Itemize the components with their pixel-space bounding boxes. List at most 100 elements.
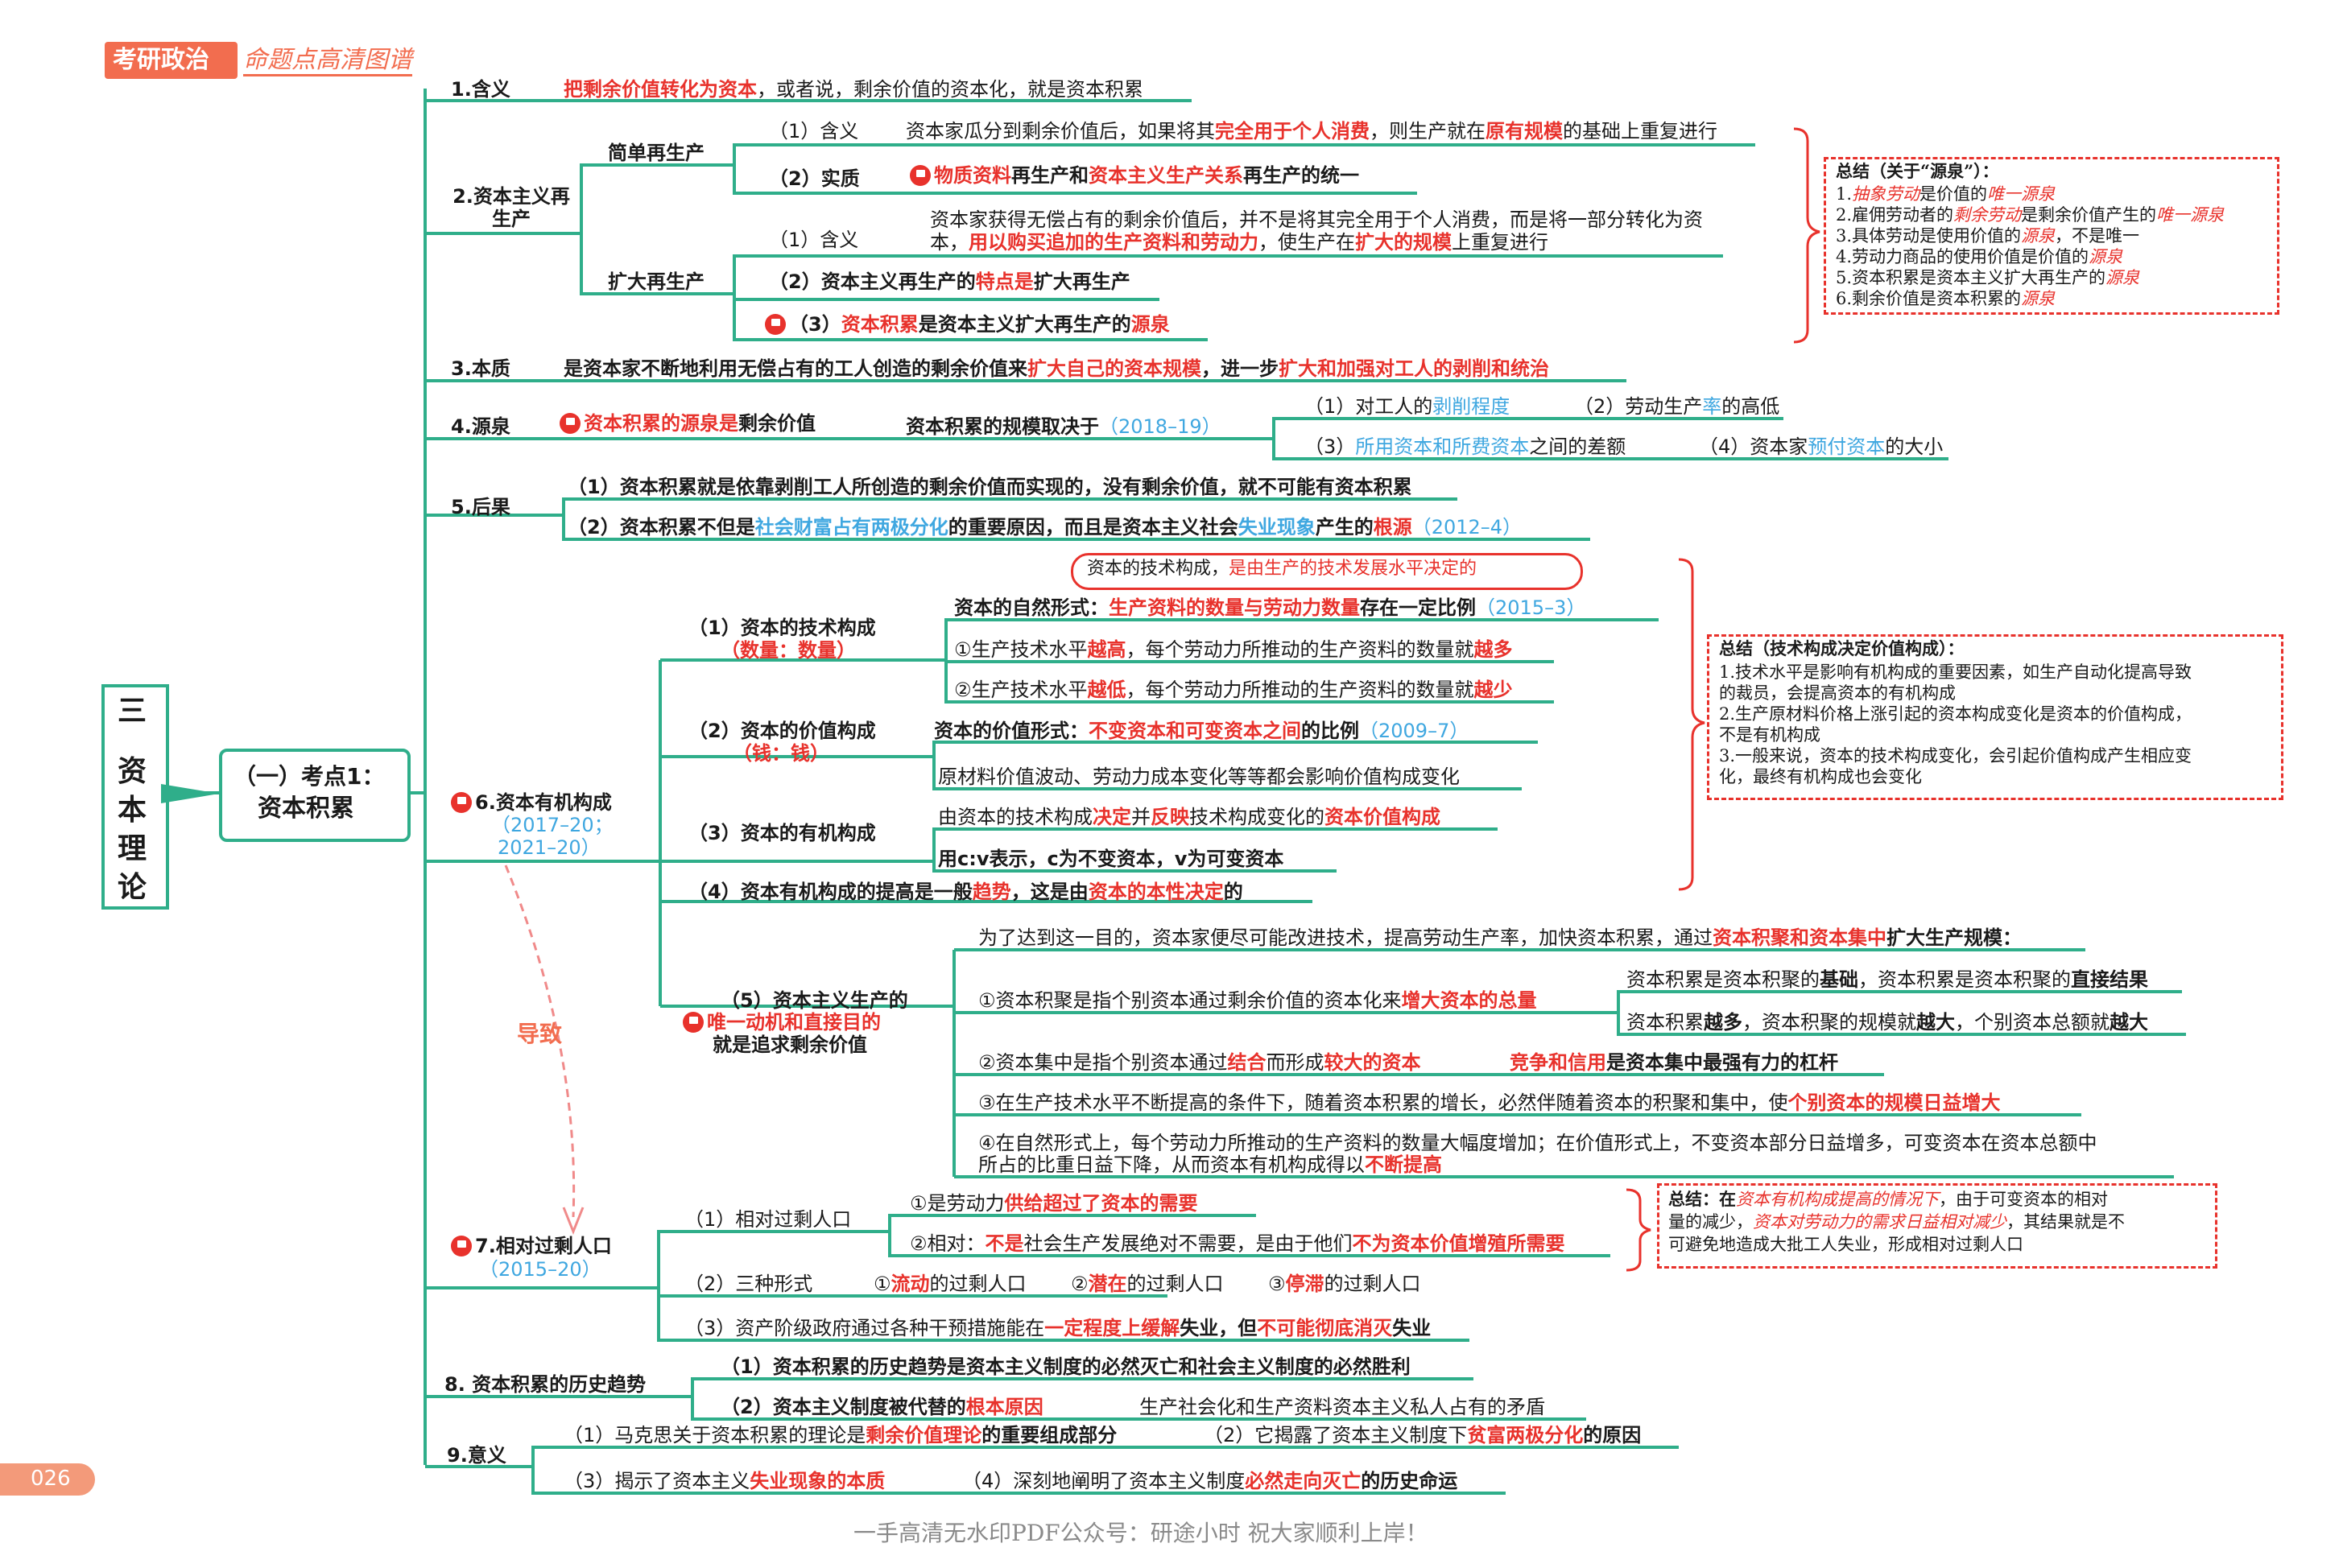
expand-item-2: （2）资本主义再生产的特点是扩大再生产 [769,270,1130,293]
goal-point-4-line2: 所占的比重日益下降，从而资本有机构成得以不断提高 [978,1153,1442,1176]
node-9-label: 9.意义 [447,1444,506,1467]
goal-point-1-sub-2: 资本积累越多，资本积聚的规模就越大，个别资本总额就越大 [1626,1011,2148,1034]
node-8-line-2-contradiction: 生产社会化和生产资料资本主义私人占有的矛盾 [1139,1396,1545,1418]
expand-item-1-line2: 本，用以购买追加的生产资料和劳动力，使生产在扩大的规模上重复进行 [930,231,1548,254]
summary-source-item: 1.抽象劳动是价值的唯一源泉 [1836,184,2056,204]
node-6-years-2: 2021–20） [498,836,601,859]
flag-icon [765,314,786,335]
simple-item-2-text: 物质资料再生产和资本主义生产关系再生产的统一 [910,163,1359,188]
summary-value-title: 总结（技术构成决定价值构成）： [1719,638,1965,658]
arrow-label: 导致 [517,1021,563,1047]
tech-line-3: ②生产技术水平越低，每个劳动力所推动的生产资料的数量就越少 [954,679,1513,701]
node-6-label: 6.资本有机构成 [451,790,612,815]
trend-text: （4）资本有机构成的提高是一般趋势，这是由资本的本性决定的 [688,881,1243,903]
node-2-expand-label: 扩大再生产 [608,270,705,293]
goal-label-2: 唯一动机和直接目的 [683,1010,881,1034]
node-8-line-2: （2）资本主义制度被代替的根本原因 [721,1396,1043,1418]
footer-watermark: 一手高清无水印PDF公众号：研途小时 祝大家顺利上岸！ [853,1520,1428,1546]
tech-line-1: 资本的自然形式：生产资料的数量与劳动力数量存在一定比例（2015–3） [954,596,1586,619]
summary-value-line: 的裁员，会提高资本的有机构成 [1719,683,1956,703]
node-7-year: （2015–20） [479,1258,601,1281]
tech-composition-sub: （数量：数量） [721,639,856,662]
relative-pop-line-2: ②相对：不是社会生产发展绝对不需要，是由于他们不为资本价值增殖所需要 [910,1232,1565,1255]
expand-item-1-line1: 资本家获得无偿占有的剩余价值后，并不是将其完全用于个人消费，而是将一部分转化为资 [930,208,1703,231]
summary-source-item: 2.雇佣劳动者的剩余劳动是剩余价值产生的唯一源泉 [1836,205,2225,225]
topic-label: （一）考点1： [233,763,385,790]
node-9-line-2: （2）它揭露了资本主义制度下贫富两极分化的原因 [1204,1424,1642,1446]
page-number-badge [0,1463,95,1496]
node-2-simple-label: 简单再生产 [608,142,705,164]
node-1-text: 把剩余价值转化为资本，或者说，剩余价值的资本化，就是资本积累 [564,78,1143,101]
summary-source-item: 4.劳动力商品的使用价值是价值的源泉 [1836,247,2123,266]
node-9-line-3: （3）揭示了资本主义失业现象的本质 [564,1470,886,1492]
goal-intro: 为了达到这一目的，资本家便尽可能改进技术，提高劳动生产率，加快资本积累，通过资本… [978,926,2022,949]
node-1-label: 1.含义 [451,78,510,101]
summary-value-line: 2.生产原材料价格上涨引起的资本构成变化是资本的价值构成， [1719,704,2192,724]
chapter-title: 资本理论 [118,755,147,904]
goal-point-2: ②资本集中是指个别资本通过结合而形成较大的资本 [978,1051,1421,1074]
value-line-1: 资本的价值形式：不变资本和可变资本之间的比例（2009–7） [934,720,1469,742]
node-2-label: 2.资本主义再生产 [452,185,570,230]
goal-point-1-sub-1: 资本积累是资本积聚的基础，资本积累是资本积聚的直接结果 [1626,968,2148,991]
node-4-scale: 资本积累的规模取决于（2018–19） [906,415,1221,438]
form-2: ②潜在的过剩人口 [1071,1273,1224,1295]
summary-value-box [1707,634,2283,800]
node-4-factor-2: （2）劳动生产率的高低 [1574,395,1780,418]
organic-line-2: 用c:v表示，c为不变资本，v为可变资本 [938,848,1284,870]
summary-pop-line-1: 总结：在资本有机构成提高的情况下，由于可变资本的相对 [1668,1189,2108,1209]
flag-icon [451,1236,472,1256]
summary-source-title: 总结（关于“源泉”）： [1836,161,1999,181]
tech-line-2: ①生产技术水平越高，每个劳动力所推动的生产资料的数量就越多 [954,638,1513,661]
organic-composition-label: （3）资本的有机构成 [688,822,876,844]
summary-value-line: 3.一般来说，资本的技术构成变化，会引起价值构成产生相应变 [1719,746,2192,765]
value-composition-sub: （钱：钱） [733,742,829,765]
form-3: ③停滞的过剩人口 [1268,1273,1421,1295]
simple-item-1-label: （1）含义 [769,120,859,142]
relative-pop-line-1: ①是劳动力供给超过了资本的需要 [910,1192,1198,1215]
goal-point-3: ③在生产技术水平不断提高的条件下，随着资本积累的增长，必然伴随着资本的积聚和集中… [978,1091,2001,1114]
summary-value-line: 1.技术水平是影响有机构成的重要因素，如生产自动化提高导致 [1719,662,2192,682]
simple-item-2-label: （2）实质 [769,167,860,190]
brand-subtitle: 命题点高清图谱 [243,47,412,76]
summary-source-item: 3.具体劳动是使用价值的源泉，不是唯一 [1836,226,2140,246]
relative-pop-label: （1）相对过剩人口 [684,1208,852,1231]
node-4-factor-3: （3）所用资本和所费资本之间的差额 [1304,435,1626,458]
node-9-line-4: （4）深刻地阐明了资本主义制度必然走向灭亡的历史命运 [962,1470,1458,1492]
node-8-label: 8. 资本积累的历史趋势 [444,1373,647,1396]
goal-point-1: ①资本积聚是指个别资本通过剩余价值的资本化来增大资本的总量 [978,989,1537,1012]
summary-population-box [1657,1183,2217,1269]
chapter-connector-wedge [161,784,219,803]
brand-badge [105,42,238,79]
page-number: 026 [31,1467,71,1491]
goal-label-1: （5）资本主义生产的 [721,989,908,1012]
summary-source-box [1824,157,2279,315]
flag-icon [683,1012,704,1033]
government-measures: （3）资产阶级政府通过各种干预措施能在一定程度上缓解失业，但不可能彻底消灭失业 [684,1317,1432,1339]
tech-composition-label: （1）资本的技术构成 [688,617,876,639]
simple-item-1-text: 资本家瓜分到剩余价值后，如果将其完全用于个人消费，则生产就在原有规模的基础上重复… [906,120,1717,142]
node-4-factor-1: （1）对工人的剥削程度 [1304,395,1510,418]
topic-box [219,749,411,842]
summary-pop-line-2: 量的减少，资本对劳动力的需求日益相对减少，其结果就是不 [1668,1212,2125,1232]
forms-label: （2）三种形式 [684,1273,813,1295]
expand-item-3: （3）资本积累是资本主义扩大再生产的源泉 [765,312,1170,336]
node-5-label: 5.后果 [451,496,510,518]
callout-bubble [1071,553,1583,590]
node-9-line-1: （1）马克思关于资本积累的理论是剩余价值理论的重要组成部分 [564,1424,1118,1446]
flag-icon [560,413,581,434]
summary-value-line: 化，最终有机构成也会变化 [1719,767,1922,786]
goal-label-3: 就是追求剩余价值 [713,1034,867,1056]
node-4-factor-4: （4）资本家预付资本的大小 [1699,435,1944,458]
node-7-label: 7.相对过剩人口 [451,1234,612,1258]
callout-text: 资本的技术构成，是由生产的技术发展水平决定的 [1087,559,1477,579]
goal-point-2-lever: 竞争和信用是资本集中最强有力的杠杆 [1510,1051,1838,1074]
value-line-2: 原材料价值波动、劳动力成本变化等等都会影响价值构成变化 [938,765,1460,788]
goal-point-4-line1: ④在自然形式上，每个劳动力所推动的生产资料的数量大幅度增加；在价值形式上，不变资… [978,1132,2097,1154]
value-composition-label: （2）资本的价值构成 [688,720,876,742]
node-4-source: 资本积累的源泉是剩余价值 [560,411,816,435]
node-5-consequence-1: （1）资本积累就是依靠剥削工人所创造的剩余价值而实现的，没有剩余价值，就不可能有… [568,476,1412,498]
node-8-line-1: （1）资本积累的历史趋势是资本主义制度的必然灭亡和社会主义制度的必然胜利 [721,1355,1411,1378]
brand-name: 考研政治 [113,46,209,74]
node-5-consequence-2: （2）资本积累不但是社会财富占有两极分化的重要原因，而且是资本主义社会失业现象产… [568,516,1523,538]
